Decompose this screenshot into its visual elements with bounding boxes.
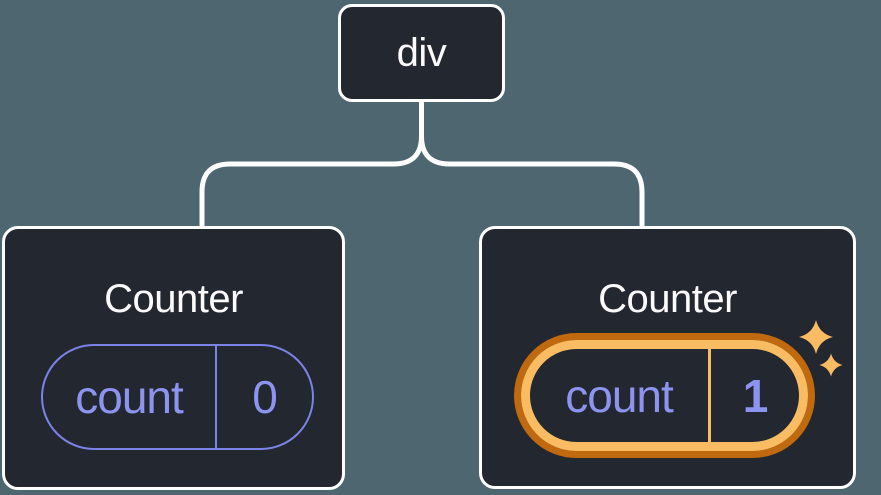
- state-pill-right: count 1: [521, 340, 808, 451]
- state-pill-left: count 0: [41, 344, 314, 450]
- root-node-div: div: [338, 4, 505, 102]
- counter-left-title: Counter: [104, 277, 243, 321]
- state-pill-right-highlight-ring: count 1: [514, 333, 815, 458]
- counter-right-title: Counter: [598, 277, 737, 321]
- counter-node-right: Counter count 1: [479, 226, 856, 489]
- connector-left-branch: [199, 101, 424, 228]
- sparkle-large: [799, 320, 833, 354]
- sparkle-small: [819, 353, 843, 377]
- counter-node-left: Counter count 0: [2, 226, 345, 490]
- state-key-label: count: [43, 346, 217, 448]
- state-value: 1: [742, 369, 769, 422]
- state-key-label: count: [530, 349, 711, 442]
- root-node-label: div: [396, 30, 447, 75]
- connector-right-branch: [419, 101, 645, 228]
- state-value: 0: [252, 371, 278, 423]
- sparkles-icon: [799, 320, 843, 377]
